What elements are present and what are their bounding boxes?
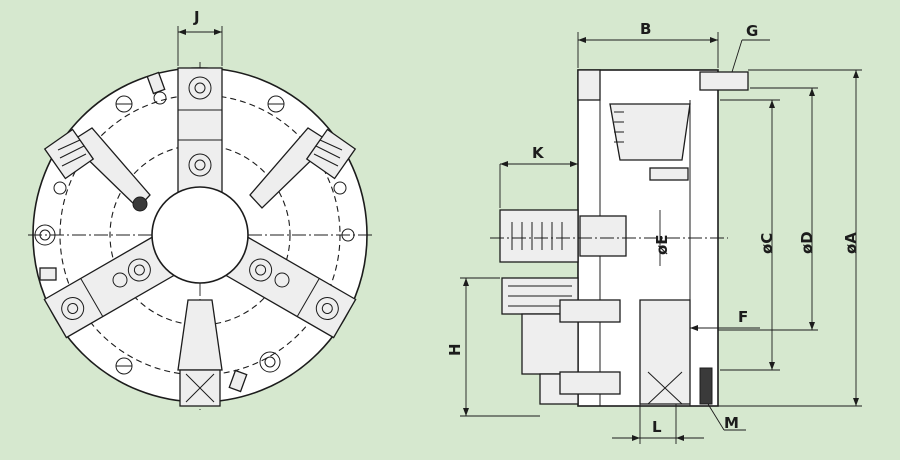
wedge-upper-right bbox=[249, 127, 357, 209]
label-d: øD bbox=[798, 231, 816, 254]
label-j: J bbox=[193, 8, 200, 26]
jaw-top bbox=[177, 67, 223, 195]
label-l: L bbox=[652, 418, 662, 436]
label-a: øA bbox=[842, 232, 860, 254]
side-bolt-upper bbox=[499, 209, 579, 263]
dimension-g: G bbox=[731, 22, 770, 73]
side-view: B G K H øE bbox=[446, 20, 862, 444]
dimension-d: øD bbox=[718, 87, 818, 331]
mounting-holes bbox=[34, 91, 355, 375]
dimension-k: K bbox=[499, 144, 578, 208]
jaw-top-bolt-2 bbox=[188, 153, 212, 177]
wedge-bottom bbox=[177, 299, 223, 407]
dimension-j: J bbox=[177, 8, 223, 66]
dimension-c: øC bbox=[720, 99, 780, 371]
label-c: øC bbox=[758, 233, 776, 254]
label-h: H bbox=[446, 343, 464, 356]
dimension-b: B bbox=[577, 20, 719, 68]
wedge-upper-left bbox=[43, 127, 151, 209]
lube-fitting bbox=[132, 196, 148, 212]
central-bore bbox=[151, 186, 249, 284]
label-k: K bbox=[532, 144, 545, 162]
dimension-e: øE bbox=[653, 210, 671, 266]
jaw-lower-left bbox=[223, 235, 357, 339]
label-g: G bbox=[746, 22, 758, 40]
label-e: øE bbox=[653, 234, 671, 255]
label-b: B bbox=[640, 20, 651, 38]
side-key-g bbox=[699, 71, 749, 91]
dimension-l: L bbox=[612, 404, 704, 444]
dimension-m: M bbox=[707, 403, 746, 432]
dimension-a: øA bbox=[718, 69, 862, 407]
front-view: J bbox=[28, 8, 372, 410]
label-f: F bbox=[738, 308, 748, 326]
label-m: M bbox=[724, 414, 739, 432]
upper-pocket bbox=[609, 103, 691, 161]
dimension-f: F bbox=[690, 308, 760, 331]
jaw-top-bolt-1 bbox=[188, 76, 212, 100]
dimension-h: H bbox=[446, 277, 540, 417]
